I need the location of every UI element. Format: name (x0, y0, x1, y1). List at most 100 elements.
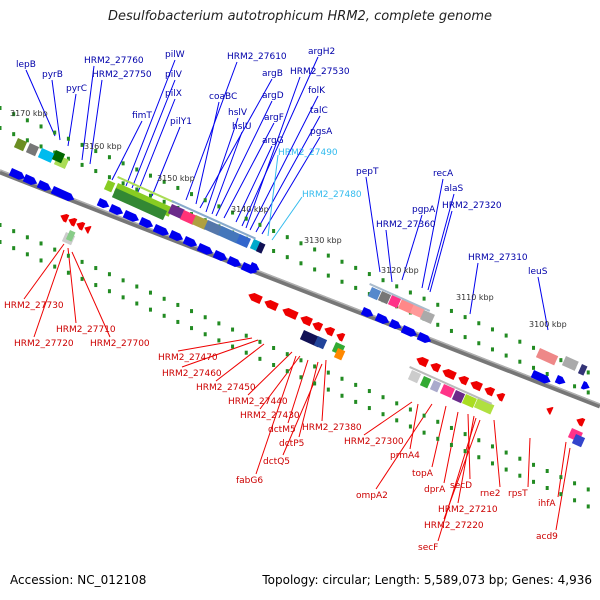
tick-dot (436, 322, 440, 327)
genome-backbone (0, 169, 600, 409)
reverse-cog-block (473, 398, 495, 415)
tick-dot (299, 375, 303, 380)
forward-gene-label: HRM2_27310 (468, 253, 528, 263)
leader-line (557, 441, 567, 498)
forward-cog-block (235, 234, 251, 249)
leader-line (235, 145, 273, 223)
forward-gene-arrow (196, 243, 213, 255)
leader-line (151, 126, 181, 197)
tick-dot (135, 187, 139, 192)
tick-dot (381, 278, 385, 283)
forward-gene-arrow (122, 210, 139, 222)
feature-track (369, 283, 431, 312)
tick-dot (436, 302, 440, 307)
reverse-gene-arrow (430, 363, 442, 373)
reverse-gene-label: HRM2_27700 (90, 339, 150, 349)
forward-gene-arrow (182, 236, 198, 247)
leader-line (67, 247, 77, 324)
reverse-gene-label: HRM2_27720 (14, 339, 74, 349)
reverse-cog-block (429, 380, 442, 393)
feature-track (409, 366, 493, 405)
tick-dot (463, 449, 467, 454)
tick-dot (395, 401, 399, 406)
forward-cog-block (577, 364, 588, 376)
tick-dot (217, 204, 221, 209)
reverse-gene-arrow (458, 376, 470, 386)
leader-line (365, 176, 381, 273)
forward-cog-block (377, 291, 392, 305)
tick-dot (162, 313, 166, 318)
reverse-gene-arrow (282, 308, 299, 320)
tick-dot (586, 504, 590, 509)
reverse-gene-arrow (248, 293, 263, 305)
reverse-gene-label: rpsT (508, 489, 528, 499)
forward-cog-block (111, 188, 168, 221)
reverse-gene-label: dctQ5 (263, 457, 290, 467)
reverse-gene-arrow (470, 381, 483, 392)
tick-dot (504, 450, 508, 455)
tick-dot (231, 344, 235, 349)
tick-dot (313, 381, 317, 386)
tick-dot (354, 399, 358, 404)
tick-dot (272, 229, 276, 233)
tick-dot (190, 192, 194, 197)
tick-dot (299, 358, 303, 363)
forward-cog-block (103, 180, 116, 193)
tick-dot (258, 356, 262, 361)
reverse-gene-arrow (264, 300, 279, 312)
feature-track (117, 176, 175, 204)
forward-gene-arrow (580, 381, 590, 390)
leader-line (421, 178, 444, 289)
tick-dot (532, 479, 536, 484)
tick-dot (559, 358, 563, 363)
leader-line (469, 262, 479, 315)
tick-dot (258, 222, 262, 227)
forward-cog-block (13, 138, 28, 152)
tick-dot (340, 376, 344, 381)
forward-gene-arrow (416, 332, 432, 343)
forward-cog-block (191, 215, 209, 230)
tick-dot (0, 223, 2, 227)
forward-gene-label: HRM2_27320 (442, 201, 502, 211)
leader-line (51, 79, 61, 141)
leader-line (261, 136, 321, 235)
reverse-gene-label: HRM2_27450 (196, 383, 256, 393)
reverse-gene-arrow (484, 387, 496, 397)
forward-gene-label: pgsA (310, 127, 333, 137)
forward-cog-block (561, 356, 579, 371)
tick-dot (490, 347, 494, 352)
reverse-gene-arrow (312, 322, 324, 332)
forward-gene-arrow (108, 204, 124, 215)
tick-dot (477, 455, 481, 460)
tick-dot (176, 185, 180, 190)
tick-dot (244, 350, 248, 355)
forward-gene-label: argD (262, 91, 284, 101)
tick-dot (0, 106, 2, 110)
tick-dot (148, 193, 152, 198)
tick-dot (299, 261, 303, 266)
leader-line (427, 193, 455, 291)
forward-cog-block (217, 226, 241, 244)
tick-dot (25, 138, 29, 143)
tick-dot (121, 278, 125, 283)
forward-gene-label: HRM2_27360 (376, 220, 436, 230)
reverse-gene-arrow (324, 327, 336, 337)
reverse-gene-label: HRM2_27300 (344, 437, 404, 447)
tick-dot (203, 198, 207, 203)
reverse-gene-arrow (430, 363, 442, 373)
leader-line (429, 210, 453, 293)
tick-dot (463, 335, 467, 340)
forward-gene-arrow (530, 370, 551, 384)
tick-dot (545, 372, 549, 376)
reverse-gene-label: rne2 (480, 489, 501, 499)
forward-cog-block (255, 242, 266, 254)
forward-cog-block (255, 242, 266, 254)
leader-line (443, 411, 459, 484)
reverse-gene-arrow (60, 214, 70, 223)
reverse-gene-label: secD (450, 481, 472, 491)
forward-gene-arrow (152, 224, 169, 236)
reverse-gene-label: HRM2_27730 (4, 301, 64, 311)
reverse-cog-block (571, 434, 586, 448)
reverse-cog-block (333, 348, 346, 361)
tick-dot (285, 369, 289, 374)
